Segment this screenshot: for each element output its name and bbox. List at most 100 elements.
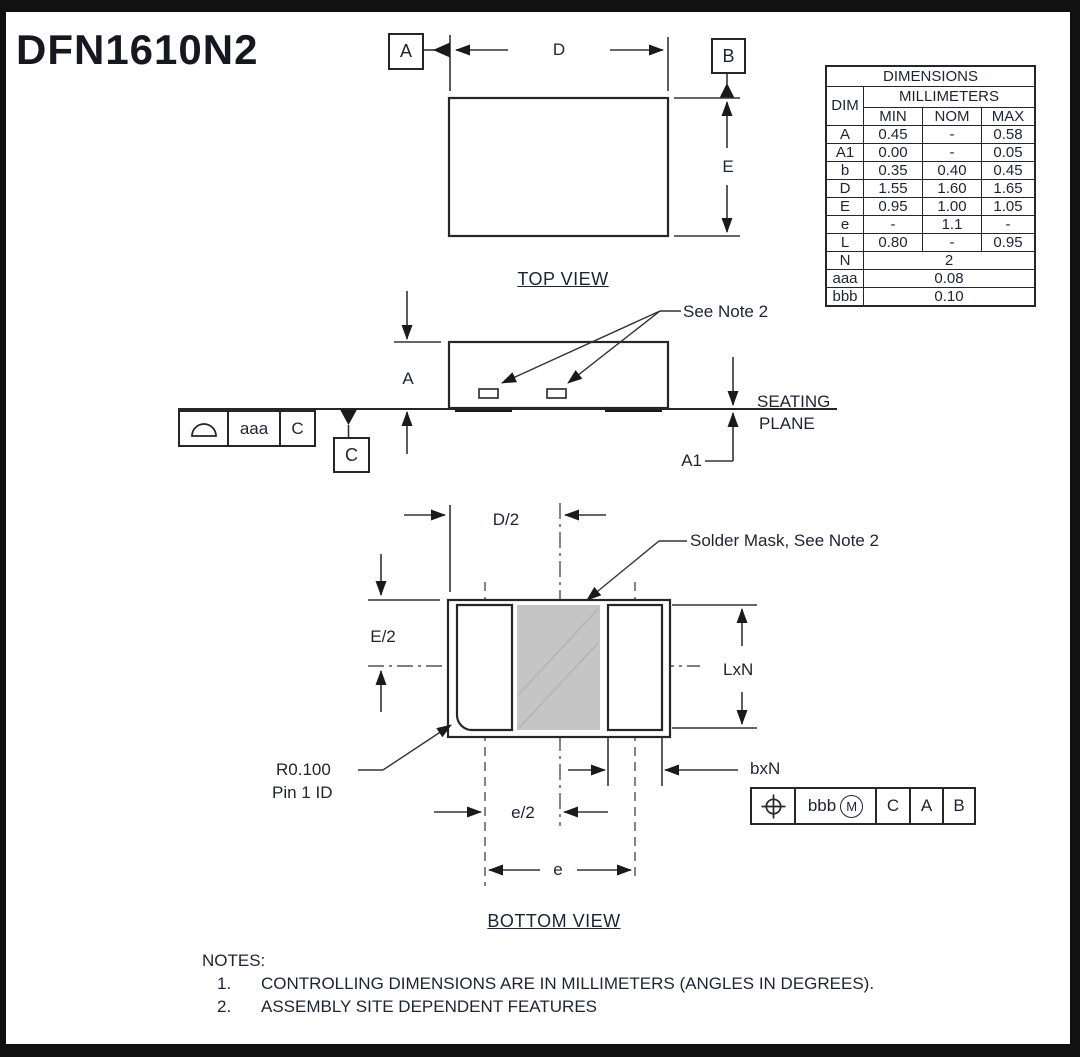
fcf-datum-cell: C xyxy=(279,412,314,445)
row-max: - xyxy=(981,215,1036,234)
table-row: A1 0.00 - 0.05 xyxy=(825,143,1036,162)
top-view-dim-e xyxy=(674,97,740,237)
datum-b-leader xyxy=(719,70,735,98)
row-min: 0.00 xyxy=(863,143,923,162)
row-max: 1.05 xyxy=(981,197,1036,216)
page-border-right xyxy=(1070,0,1080,1057)
table-col-max: MAX xyxy=(981,107,1036,126)
table-col-min: MIN xyxy=(863,107,923,126)
dim-dhalf-label: D/2 xyxy=(492,510,520,529)
row-min: 0.80 xyxy=(863,233,923,252)
side-terminal-2 xyxy=(546,388,567,399)
position-datum2-cell: A xyxy=(909,789,942,823)
datum-b-box: B xyxy=(711,38,746,74)
pin1-leader xyxy=(358,724,452,771)
note-1-text: CONTROLLING DIMENSIONS ARE IN MILLIMETER… xyxy=(261,974,875,993)
row-nom: 1.00 xyxy=(922,197,982,216)
radius-label: R0.100 xyxy=(276,760,331,779)
page-border-bottom xyxy=(0,1044,1080,1057)
table-title: DIMENSIONS xyxy=(825,65,1036,87)
table-span-row: N 2 xyxy=(825,251,1036,270)
dim-e-pitch-label: e xyxy=(553,860,563,879)
row-dim: N xyxy=(825,251,864,270)
row-dim: D xyxy=(825,179,864,198)
dim-a-label: A xyxy=(402,369,414,388)
position-tolerance-cell: bbb M xyxy=(794,789,875,823)
note-2: 2. ASSEMBLY SITE DEPENDENT FEATURES xyxy=(217,997,597,1017)
row-value: 0.10 xyxy=(863,287,1036,307)
fcf-aaa-label: aaa xyxy=(239,418,269,438)
page-border-left xyxy=(0,0,6,1057)
row-min: - xyxy=(863,215,923,234)
bottom-view-dim-lxn xyxy=(672,604,757,729)
table-row: E 0.95 1.00 1.05 xyxy=(825,197,1036,216)
table-col-nom: NOM xyxy=(922,107,982,126)
table-row: D 1.55 1.60 1.65 xyxy=(825,179,1036,198)
pad-2 xyxy=(606,603,664,732)
bottom-view-dim-bxn xyxy=(568,737,738,786)
profile-surface-icon xyxy=(190,422,217,437)
datum-a-label: A xyxy=(399,41,412,61)
row-min: 0.45 xyxy=(863,125,923,144)
bottom-view-outline xyxy=(446,598,672,739)
fcf-datum-c-label: C xyxy=(886,796,900,815)
datum-a-leader xyxy=(420,42,450,58)
page-title: DFN1610N2 xyxy=(16,26,259,73)
side-view-dim-a xyxy=(394,291,441,454)
table-row: A 0.45 - 0.58 xyxy=(825,125,1036,144)
notes-heading: NOTES: xyxy=(202,951,266,970)
fcf-datum-b-label: B xyxy=(953,796,965,815)
table-span-row: aaa 0.08 xyxy=(825,269,1036,288)
pin1-id-label: Pin 1 ID xyxy=(272,783,333,802)
datum-c-box: C xyxy=(333,437,370,473)
dim-lxn-label: LxN xyxy=(723,660,754,679)
side-view-dim-a1 xyxy=(705,357,739,462)
row-max: 0.58 xyxy=(981,125,1036,144)
row-nom: 0.40 xyxy=(922,161,982,180)
fcf-tolerance-cell: aaa xyxy=(227,412,279,445)
profile-surface-symbol-cell xyxy=(180,412,227,445)
solder-mask-label: Solder Mask, See Note 2 xyxy=(690,531,879,550)
table-row: L 0.80 - 0.95 xyxy=(825,233,1036,252)
dim-e-label: E xyxy=(722,157,734,176)
dim-ehalf-label: E/2 xyxy=(370,627,396,646)
note-2-number: 2. xyxy=(217,997,232,1016)
dim-a1-label: A1 xyxy=(681,451,702,470)
seating-plane-label-2: PLANE xyxy=(759,414,815,433)
bottom-view-dim-dhalf xyxy=(404,505,606,592)
table-dim-header: DIM xyxy=(825,86,864,126)
datum-c-symbol xyxy=(340,409,357,438)
row-dim: aaa xyxy=(825,269,864,288)
solder-mask-region xyxy=(517,605,600,730)
row-dim: E xyxy=(825,197,864,216)
position-control-frame: bbb M C A B xyxy=(750,787,976,825)
row-dim: b xyxy=(825,161,864,180)
fcf-datum-a-label: A xyxy=(920,796,933,815)
position-datum3-cell: B xyxy=(942,789,974,823)
page-border-top xyxy=(0,0,1080,12)
fcf-c-label: C xyxy=(291,418,304,438)
dim-d-label: D xyxy=(552,40,566,59)
fcf-bbb-label: bbb xyxy=(807,796,837,815)
row-min: 0.35 xyxy=(863,161,923,180)
table-row: b 0.35 0.40 0.45 xyxy=(825,161,1036,180)
row-nom: - xyxy=(922,233,982,252)
row-max: 0.45 xyxy=(981,161,1036,180)
position-datum1-cell: C xyxy=(875,789,909,823)
row-dim: bbb xyxy=(825,287,864,307)
table-span-row: bbb 0.10 xyxy=(825,287,1036,307)
table-row: e - 1.1 - xyxy=(825,215,1036,234)
bottom-view-title: BOTTOM VIEW xyxy=(487,911,621,931)
flatness-control-frame: aaa C xyxy=(178,410,316,447)
row-nom: 1.60 xyxy=(922,179,982,198)
note-2-text: ASSEMBLY SITE DEPENDENT FEATURES xyxy=(261,997,597,1016)
see-note-2-label: See Note 2 xyxy=(683,302,769,321)
note-1: 1. CONTROLLING DIMENSIONS ARE IN MILLIMET… xyxy=(217,974,874,994)
note-1-number: 1. xyxy=(217,974,232,993)
datum-a-box: A xyxy=(388,33,424,70)
seating-plane-label-1: SEATING xyxy=(757,392,831,411)
position-symbol-icon xyxy=(761,794,785,818)
dimensions-table: DIMENSIONS DIM MILLIMETERS MIN NOM MAX A… xyxy=(825,65,1036,307)
row-min: 0.95 xyxy=(863,197,923,216)
row-nom: - xyxy=(922,125,982,144)
